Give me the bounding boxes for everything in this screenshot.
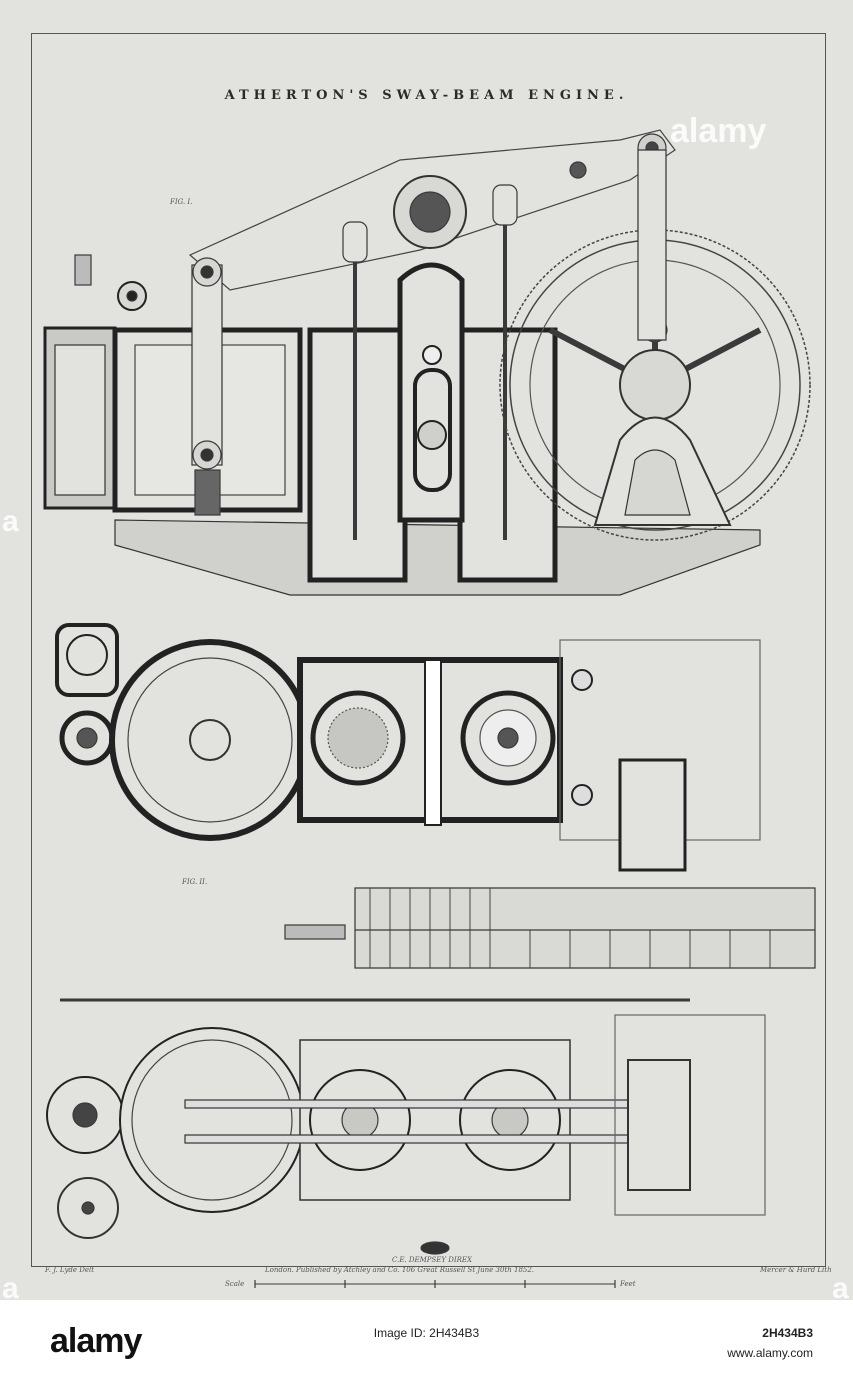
watermark-logo: alamy: [670, 112, 767, 150]
site-url: www.alamy.com: [727, 1346, 813, 1360]
watermark-letter: a: [2, 505, 19, 538]
plate-border: [31, 33, 826, 1267]
scale-bar: [254, 1280, 616, 1288]
image-code: 2H434B3: [762, 1326, 813, 1340]
engine-drawing: [43, 129, 816, 1288]
image-id: Image ID: 2H434B3: [373, 1326, 480, 1340]
fig3-plan: [46, 998, 766, 1255]
footer-strip: [0, 1300, 853, 1390]
engraving-plate: ATHERTON'S SWAY-BEAM ENGINE.: [0, 0, 853, 1300]
watermark-letter: a: [832, 1272, 849, 1305]
engraver-line: C.E. DEMPSEY DIREX: [392, 1256, 472, 1264]
fig2-plan: [55, 623, 816, 969]
plate-title: ATHERTON'S SWAY-BEAM ENGINE.: [224, 88, 629, 103]
credit-left: F. J. Lyde Delt: [45, 1266, 95, 1274]
brand-logo: alamy: [50, 1322, 142, 1360]
watermark-letter: a: [2, 1272, 19, 1305]
publisher-line: London. Published by Atchley and Co. 106…: [265, 1266, 535, 1274]
credit-right: Mercer & Hurd Lith: [760, 1266, 832, 1274]
fig1-elevation: [43, 129, 811, 596]
scale-right-label: Feet: [620, 1280, 636, 1288]
scale-left-label: Scale: [225, 1280, 245, 1288]
fig2-label: FIG. II.: [182, 878, 208, 886]
fig1-label: FIG. I.: [170, 198, 193, 206]
